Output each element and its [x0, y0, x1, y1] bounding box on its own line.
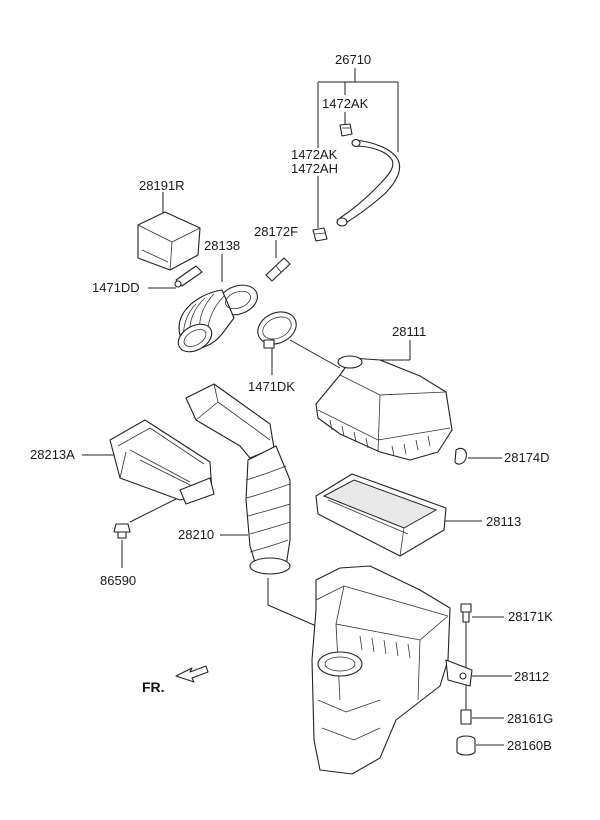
label-28210: 28210 [178, 527, 214, 542]
clip-28174d-part [454, 447, 467, 465]
label-1472ah: 1472AH [291, 161, 338, 176]
hose-clamp-lower [312, 227, 328, 242]
label-28171k: 28171K [508, 609, 553, 624]
clamp-1471dk-part [257, 311, 297, 349]
clamp-1471dd-part [174, 265, 203, 288]
label-28174d: 28174D [504, 450, 550, 465]
label-28191r: 28191R [139, 178, 185, 193]
front-direction-arrow [175, 665, 209, 683]
label-28111: 28111 [392, 324, 426, 339]
resonator-cover-part [137, 211, 201, 271]
label-1472ak-mid: 1472AK [291, 147, 338, 162]
breather-hose-part [336, 138, 400, 227]
label-28160b: 28160B [507, 738, 552, 753]
grommet-28160b-part [456, 735, 476, 756]
label-1471dd: 1471DD [92, 280, 140, 295]
label-28172f: 28172F [254, 224, 298, 239]
intake-hose-part [177, 284, 258, 353]
label-28113: 28113 [486, 514, 521, 529]
air-intake-hose-part [185, 383, 291, 575]
part-labels: 26710 1472AK 1472AK 1472AH 28191R 28172F… [30, 52, 553, 753]
label-28138: 28138 [204, 238, 240, 253]
bolt-28171k-part [460, 603, 472, 623]
label-86590: 86590 [100, 573, 136, 588]
hose-clamp-upper [339, 123, 353, 137]
air-duct-part [109, 419, 215, 505]
sleeve-28161g-part [460, 709, 472, 725]
air-cleaner-cover-part [315, 355, 453, 461]
label-28213a: 28213A [30, 447, 75, 462]
label-26710: 26710 [335, 52, 371, 67]
label-1471dk: 1471DK [248, 379, 295, 394]
label-28112: 28112 [514, 669, 549, 684]
nipple-28172f-part [265, 257, 291, 282]
label-1472ak-top: 1472AK [322, 96, 369, 111]
filter-element-part [315, 473, 447, 557]
label-28161g: 28161G [507, 711, 553, 726]
bolt-86590-part [113, 523, 131, 539]
front-direction-label: FR. [142, 679, 165, 695]
air-cleaner-body-part [311, 565, 473, 775]
